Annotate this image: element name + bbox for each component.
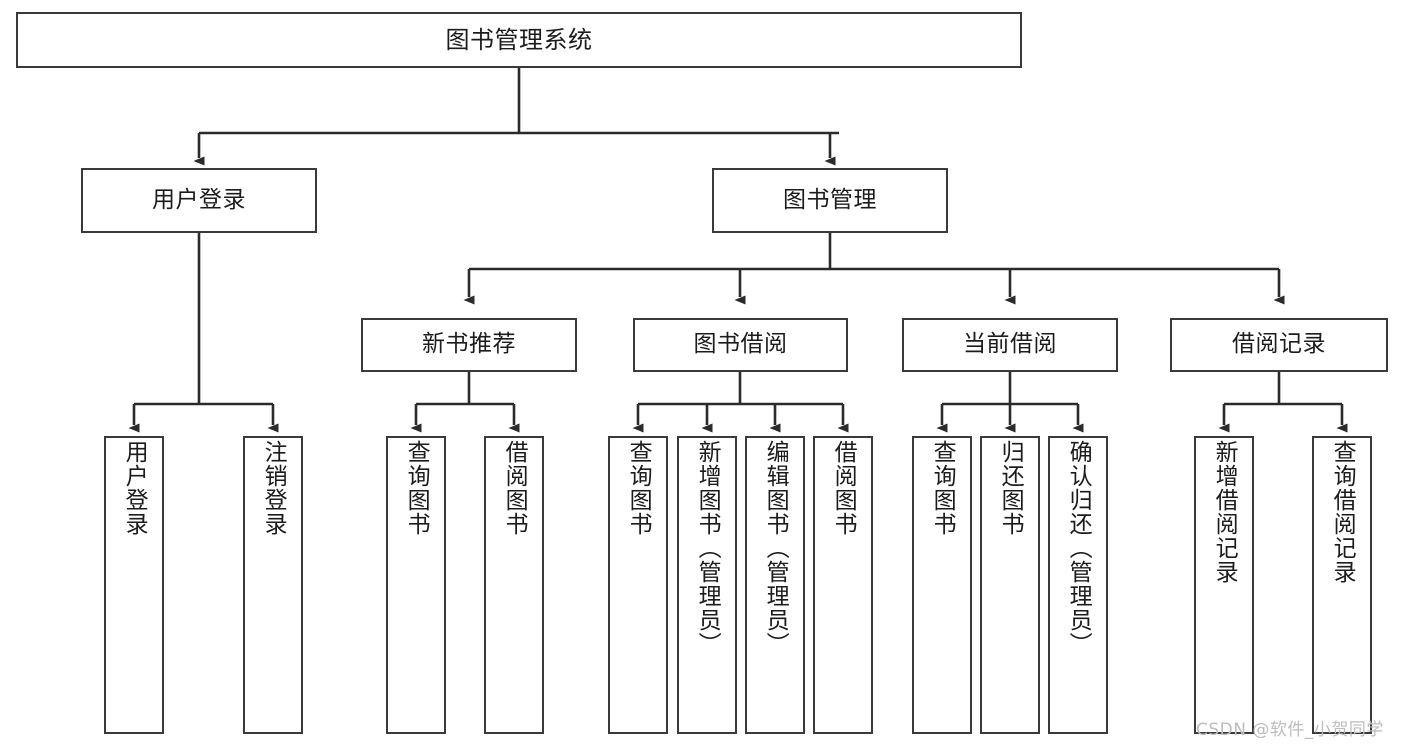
node-label: 当前借阅	[963, 331, 1057, 358]
leaf-recommend-borrow-book[interactable]: 借阅图书	[484, 436, 544, 734]
node-label: 新增借阅记录	[1211, 440, 1238, 584]
node-label: 图书管理	[783, 186, 877, 213]
leaf-borrow-edit-book-admin[interactable]: 编辑图书（管理员）	[745, 436, 805, 734]
leaf-user-login-login[interactable]: 用户登录	[104, 436, 164, 734]
node-label: 注销登录	[260, 440, 287, 536]
node-label: 借阅记录	[1232, 331, 1326, 358]
node-label: 查询图书	[929, 440, 956, 536]
node-book-borrow[interactable]: 图书借阅	[633, 318, 848, 372]
leaf-current-confirm-return-admin[interactable]: 确认归还（管理员）	[1048, 436, 1108, 734]
node-label: 借阅图书	[501, 440, 528, 536]
node-book-management[interactable]: 图书管理	[712, 168, 948, 233]
node-new-book-recommend[interactable]: 新书推荐	[361, 318, 577, 372]
node-label: 查询图书	[625, 440, 652, 536]
node-label: 新书推荐	[422, 331, 516, 358]
leaf-current-return-book[interactable]: 归还图书	[980, 436, 1040, 734]
node-current-borrow[interactable]: 当前借阅	[902, 318, 1118, 372]
csdn-watermark: CSDN @软件_小贺同学	[1196, 720, 1384, 740]
leaf-record-add-record[interactable]: 新增借阅记录	[1194, 436, 1254, 734]
node-user-login[interactable]: 用户登录	[81, 168, 317, 233]
node-label: 编辑图书（管理员）	[762, 440, 789, 656]
leaf-borrow-query-book[interactable]: 查询图书	[608, 436, 668, 734]
node-label: 用户登录	[152, 186, 246, 213]
node-label: 新增图书（管理员）	[694, 440, 721, 656]
node-label: 用户登录	[121, 440, 148, 536]
leaf-record-query-record[interactable]: 查询借阅记录	[1312, 436, 1372, 734]
node-label: 确认归还（管理员）	[1065, 440, 1092, 656]
node-root-system[interactable]: 图书管理系统	[16, 12, 1022, 68]
leaf-recommend-query-book[interactable]: 查询图书	[386, 436, 446, 734]
leaf-borrow-borrow-book[interactable]: 借阅图书	[813, 436, 873, 734]
leaf-current-query-book[interactable]: 查询图书	[912, 436, 972, 734]
node-label: 借阅图书	[830, 440, 857, 536]
node-label: 图书借阅	[693, 331, 788, 358]
node-label: 归还图书	[997, 440, 1024, 536]
node-label: 查询借阅记录	[1329, 440, 1356, 584]
node-label: 图书管理系统	[445, 25, 593, 54]
node-label: 查询图书	[403, 440, 430, 536]
leaf-user-login-logout[interactable]: 注销登录	[243, 436, 303, 734]
node-borrow-record[interactable]: 借阅记录	[1170, 318, 1388, 372]
leaf-borrow-add-book-admin[interactable]: 新增图书（管理员）	[677, 436, 737, 734]
